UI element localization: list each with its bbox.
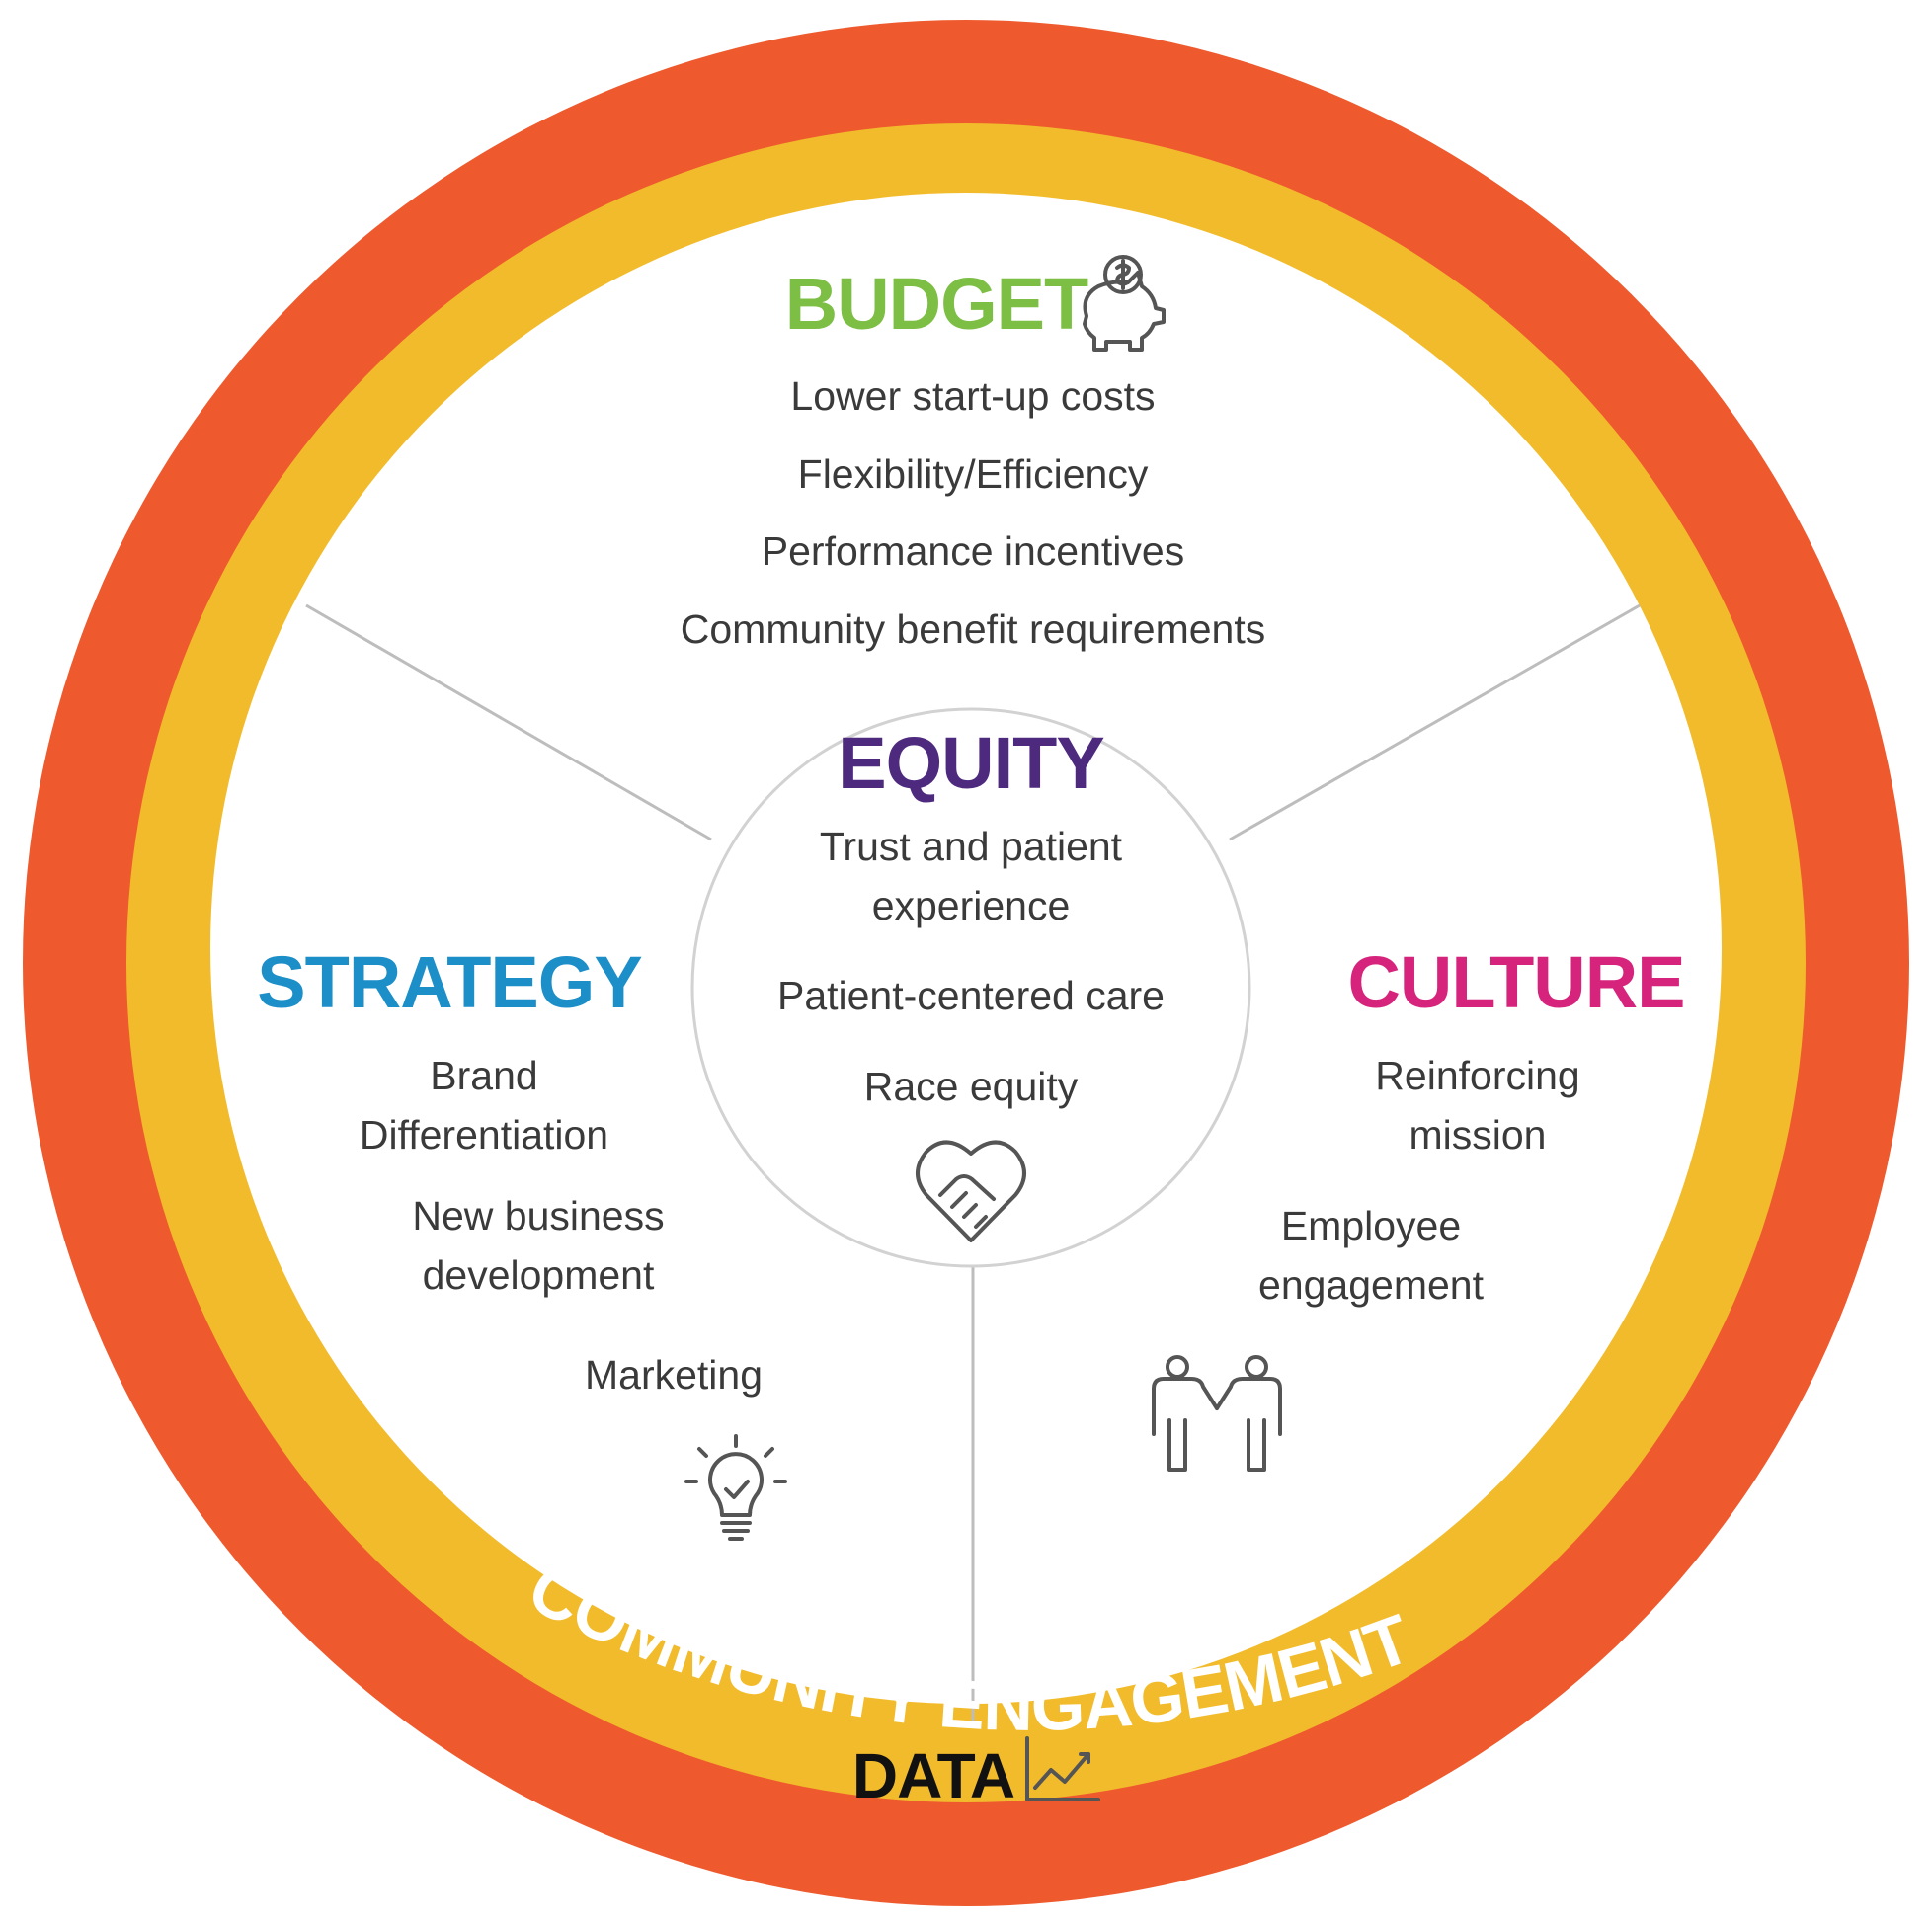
culture-item-1b: mission [1409, 1112, 1547, 1158]
strategy-item-1b: Differentiation [360, 1112, 608, 1158]
budget-item-3: Performance incentives [762, 528, 1184, 574]
people-handshake-icon [1152, 1355, 1282, 1472]
equity-item-3: Race equity [864, 1064, 1079, 1109]
strategy-title: STRATEGY [257, 941, 642, 1023]
equity-item-1b: experience [872, 883, 1071, 928]
handshake-heart-icon [916, 1140, 1026, 1242]
data-title: DATA [852, 1740, 1014, 1811]
culture-item-2a: Employee [1281, 1203, 1461, 1248]
equity-circle [690, 707, 1251, 1268]
lightbulb-icon [684, 1434, 787, 1541]
budget-title: BUDGET [785, 263, 1088, 345]
strategy-item-2b: development [423, 1252, 655, 1298]
equity-title: EQUITY [838, 722, 1104, 804]
culture-item-1a: Reinforcing [1375, 1053, 1579, 1098]
divider-left [305, 603, 712, 841]
strategy-item-1a: Brand [430, 1053, 537, 1098]
piggy-bank-icon [1083, 255, 1166, 352]
line-chart-icon [1025, 1736, 1100, 1801]
equity-item-2: Patient-centered care [777, 973, 1165, 1018]
strategy-item-3: Marketing [585, 1352, 763, 1398]
budget-item-2: Flexibility/Efficiency [798, 451, 1149, 497]
budget-item-1: Lower start-up costs [790, 373, 1155, 419]
culture-item-2b: engagement [1258, 1262, 1485, 1308]
culture-title: CULTURE [1347, 941, 1684, 1023]
divider-right [1229, 603, 1641, 841]
budget-item-4: Community benefit requirements [681, 606, 1265, 652]
equity-item-1a: Trust and patient [820, 824, 1123, 869]
strategy-item-2a: New business [412, 1193, 664, 1239]
